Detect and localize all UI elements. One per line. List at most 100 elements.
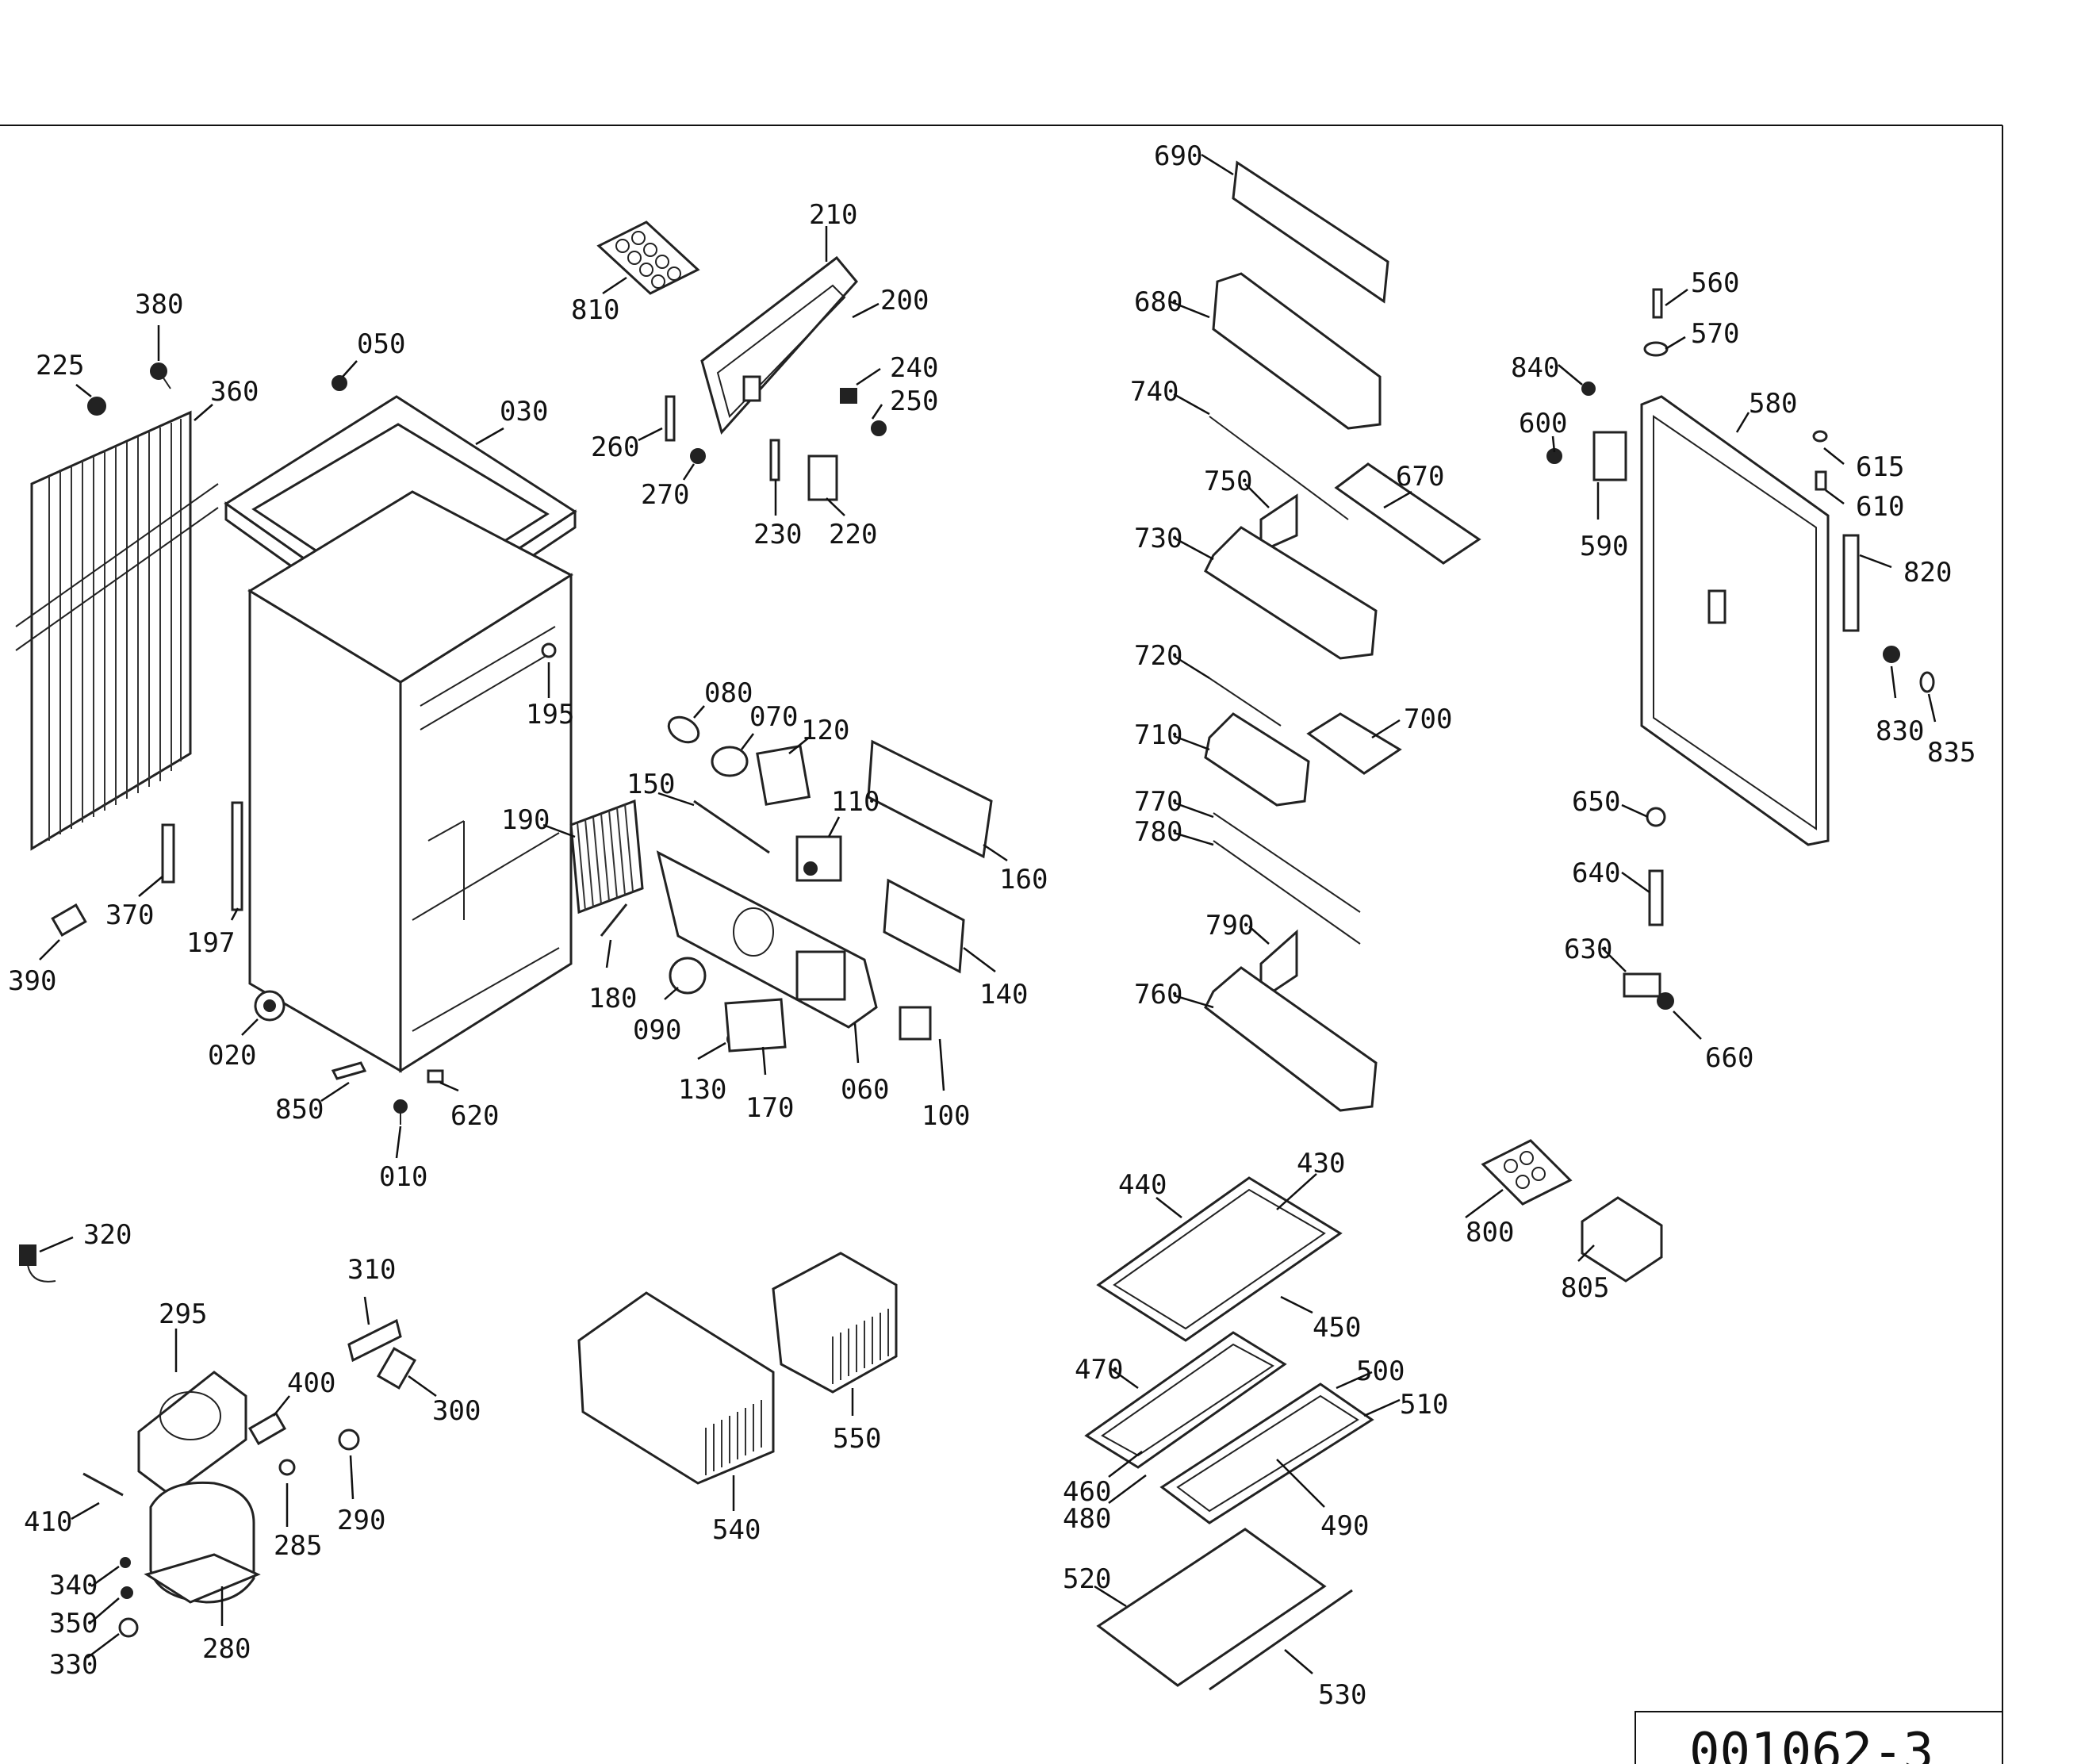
label-530: 530	[1318, 1679, 1366, 1711]
label-130: 130	[678, 1074, 726, 1106]
label-020: 020	[208, 1040, 256, 1072]
label-170: 170	[745, 1092, 794, 1124]
capacitor-290	[338, 1428, 360, 1451]
label-230: 230	[753, 519, 802, 550]
label-790: 790	[1205, 910, 1254, 941]
label-710: 710	[1134, 719, 1182, 751]
label-285: 285	[274, 1530, 322, 1562]
document-number: 001062-3	[1689, 1723, 1933, 1764]
label-250: 250	[890, 385, 938, 417]
lamp-socket-070	[711, 746, 749, 777]
label-410: 410	[24, 1506, 72, 1538]
pin-610	[1815, 470, 1827, 491]
label-370: 370	[105, 899, 154, 931]
relay-310	[347, 1318, 402, 1363]
shelf-730	[1204, 526, 1378, 660]
freezer-door-200	[700, 255, 858, 435]
strip-530	[1209, 1589, 1353, 1691]
label-590: 590	[1580, 531, 1628, 562]
label-570: 570	[1691, 318, 1739, 350]
cap-835	[1919, 671, 1935, 693]
label-630: 630	[1564, 934, 1612, 965]
ice-tray-810	[596, 220, 700, 295]
rail-740	[1209, 416, 1349, 520]
screw-010	[393, 1099, 408, 1125]
shelf-710	[1204, 712, 1310, 807]
label-060: 060	[841, 1074, 889, 1106]
label-110: 110	[831, 786, 880, 818]
box-805	[1581, 1196, 1663, 1283]
pin-640	[1648, 869, 1664, 926]
label-660: 660	[1705, 1042, 1753, 1074]
compressor-280	[144, 1481, 261, 1604]
hinge-630	[1623, 972, 1661, 998]
label-460: 460	[1063, 1476, 1111, 1508]
power-cord-320	[19, 1244, 56, 1283]
label-270: 270	[641, 479, 689, 511]
label-010: 010	[379, 1161, 427, 1193]
screw-380	[150, 362, 171, 389]
shelf-760	[1204, 966, 1378, 1112]
pin-560	[1652, 288, 1663, 319]
cabinet-030	[224, 395, 577, 1073]
label-295: 295	[159, 1298, 207, 1330]
rail-780	[1213, 840, 1361, 945]
label-800: 800	[1466, 1217, 1514, 1248]
drawing-frame	[0, 125, 2003, 1764]
screw-050	[332, 375, 347, 391]
label-805: 805	[1561, 1272, 1609, 1304]
label-490: 490	[1320, 1510, 1369, 1542]
label-090: 090	[633, 1014, 681, 1046]
label-560: 560	[1691, 267, 1739, 299]
rod-150	[693, 800, 770, 854]
part-labels: 690 680 740 750 670 730 720 700 710 770 …	[8, 140, 1976, 1711]
label-310: 310	[347, 1254, 396, 1286]
hinge-260	[665, 395, 676, 442]
shelf-frame-500	[1159, 1382, 1374, 1524]
rod-197	[231, 801, 243, 911]
label-330: 330	[49, 1649, 98, 1681]
label-760: 760	[1134, 979, 1182, 1010]
screw-180	[600, 903, 628, 937]
bracket-295	[137, 1371, 247, 1497]
bracket-230	[769, 439, 780, 481]
label-160: 160	[999, 864, 1048, 895]
label-200: 200	[880, 285, 929, 316]
cover-170	[724, 998, 787, 1053]
crisper-540	[577, 1291, 775, 1485]
glass-520	[1096, 1528, 1327, 1687]
label-150: 150	[627, 769, 675, 800]
label-260: 260	[591, 431, 639, 463]
shelf-680	[1212, 272, 1382, 430]
egg-tray-800	[1481, 1139, 1573, 1206]
label-290: 290	[337, 1505, 385, 1536]
label-740: 740	[1130, 376, 1178, 408]
label-650: 650	[1572, 786, 1620, 818]
label-120: 120	[801, 715, 849, 746]
label-820: 820	[1903, 557, 1952, 589]
label-360: 360	[210, 376, 259, 408]
label-770: 770	[1134, 786, 1182, 818]
label-620: 620	[450, 1100, 499, 1132]
cover-590	[1592, 431, 1627, 481]
rail-720	[1209, 677, 1282, 727]
label-550: 550	[833, 1423, 881, 1455]
hinge-240	[840, 388, 857, 404]
nut-225	[87, 397, 106, 416]
label-190: 190	[501, 804, 550, 836]
bolt-340	[120, 1557, 131, 1568]
label-350: 350	[49, 1608, 98, 1639]
catch-220	[807, 454, 838, 501]
glass-700	[1306, 712, 1402, 775]
tube-390	[51, 903, 87, 937]
label-380: 380	[135, 289, 183, 320]
label-690: 690	[1154, 140, 1202, 172]
label-720: 720	[1134, 640, 1182, 672]
bracket-620	[427, 1069, 444, 1083]
screw-830	[1883, 646, 1900, 663]
glass-670	[1334, 462, 1481, 565]
rod-410	[82, 1472, 124, 1497]
label-730: 730	[1134, 523, 1182, 554]
label-470: 470	[1075, 1354, 1123, 1386]
tube-370	[161, 823, 175, 884]
